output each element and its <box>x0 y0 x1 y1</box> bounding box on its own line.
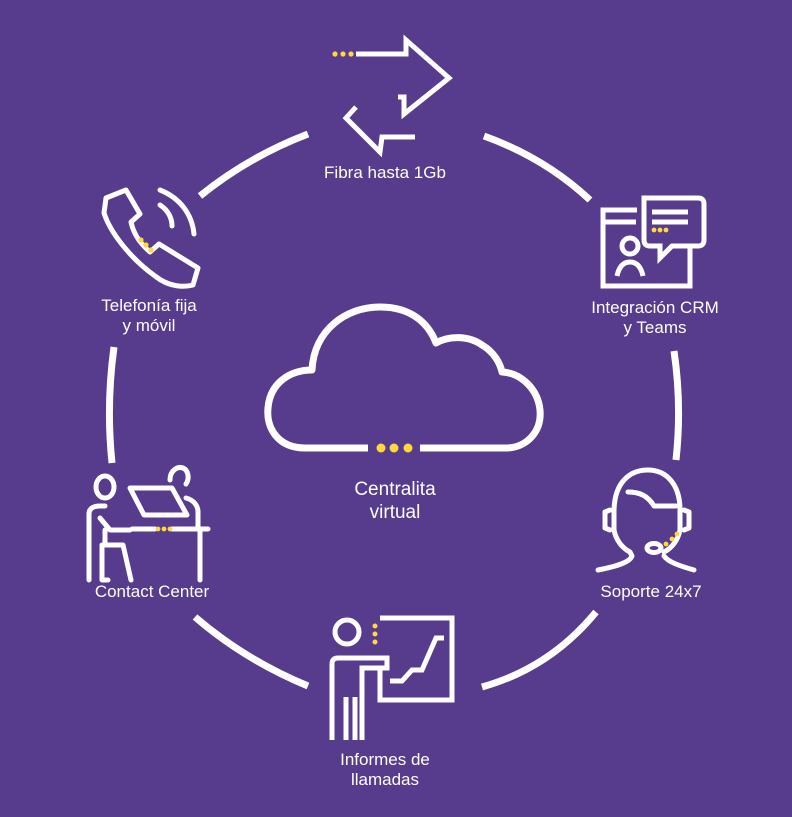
node-label-fibra-line1: Fibra hasta 1Gb <box>324 163 446 182</box>
node-label-crm-line2: y Teams <box>623 318 687 337</box>
node-label-contact: Contact Center <box>95 582 209 602</box>
node-label-telefonia-line2: y móvil <box>122 316 176 335</box>
desk-dots-icon <box>155 526 173 532</box>
cloud-icon <box>264 303 544 452</box>
crm-dots-icon <box>651 227 669 233</box>
node-label-informes: Informes de llamadas <box>340 750 430 790</box>
node-label-soporte-line1: Soporte 24x7 <box>600 582 702 601</box>
headset-agent-icon <box>595 467 697 573</box>
fibra-dots-icon <box>332 51 354 57</box>
ring-arc-upper-left <box>197 130 310 199</box>
chat-user-window-icon <box>600 195 707 289</box>
ring-arc-lower-left <box>192 614 310 690</box>
ring-arc-right <box>670 350 683 461</box>
exchange-arrows-icon <box>342 34 453 158</box>
node-label-informes-line1: Informes de <box>340 750 430 769</box>
center-label-line2: virtual <box>369 502 421 523</box>
node-label-crm: Integración CRM y Teams <box>591 298 719 338</box>
presenter-chart-icon <box>329 615 455 740</box>
cloud-dots-icon <box>376 443 413 453</box>
ring-arc-left <box>105 346 118 464</box>
node-label-contact-line1: Contact Center <box>94 582 210 601</box>
node-label-informes-line2: llamadas <box>350 770 420 789</box>
node-label-telefonia-line1: Telefonía fija <box>101 296 197 315</box>
headset-dots-icon <box>663 531 680 547</box>
presenter-dots-icon <box>372 623 378 645</box>
center-label: Centralita virtual <box>354 478 435 524</box>
node-label-telefonia: Telefonía fija y móvil <box>101 296 196 336</box>
ring-arc-lower-right <box>481 609 599 691</box>
node-label-crm-line1: Integración CRM <box>591 298 719 317</box>
center-label-line1: Centralita <box>354 479 436 500</box>
phone-handset-icon <box>101 187 201 289</box>
node-label-fibra: Fibra hasta 1Gb <box>324 163 446 183</box>
phone-dots-icon <box>138 237 154 253</box>
desk-agents-icon <box>86 465 211 583</box>
ring-arc-upper-right <box>482 132 593 203</box>
node-label-soporte: Soporte 24x7 <box>600 582 701 602</box>
